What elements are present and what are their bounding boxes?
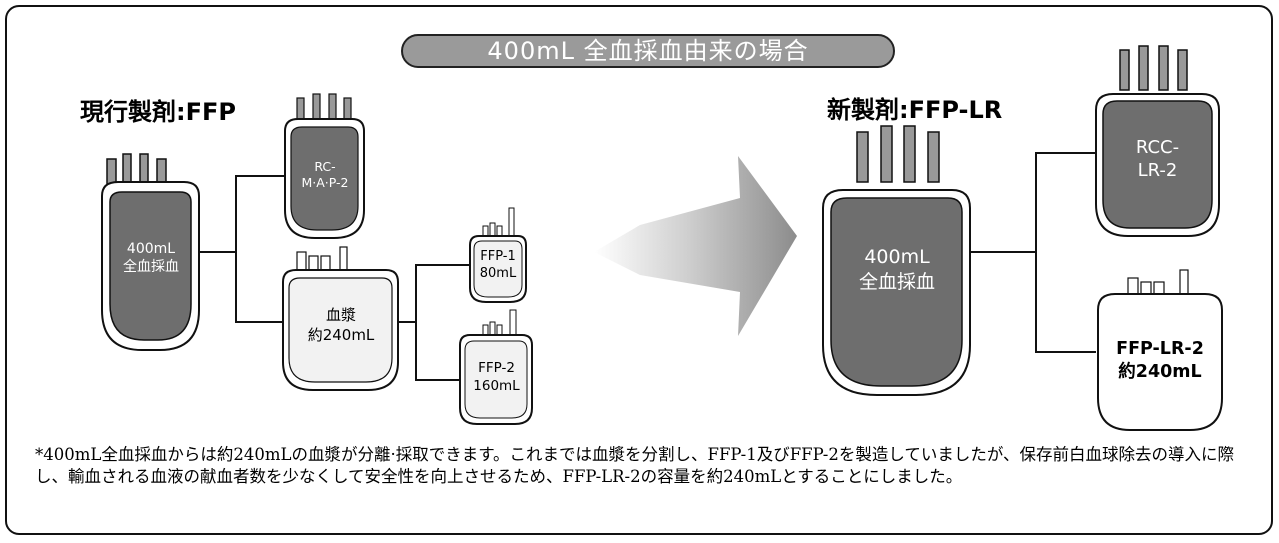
- transition-arrow-icon: [594, 156, 797, 336]
- ffp-lr-bag: [1097, 269, 1223, 431]
- plasma-label: 血漿 約240mL: [307, 306, 375, 344]
- new-product-heading: 新製剤:FFP-LR: [827, 96, 1003, 124]
- current-connectors: [197, 175, 470, 381]
- title-banner: 400mL 全血採血由来の場合: [401, 34, 895, 68]
- ffp-lr-label: FFP-LR-2 約240mL: [1116, 339, 1204, 382]
- current-whole-blood-label: 400mL 全血採血: [123, 241, 179, 276]
- rcc-lr-bag: [1095, 45, 1220, 237]
- new-connectors: [968, 152, 1096, 353]
- ffp2-bag: [459, 309, 533, 425]
- ffp1-bag: [469, 207, 527, 303]
- current-product-heading: 現行製剤:FFP: [80, 98, 236, 126]
- new-whole-blood-label: 400mL 全血採血: [858, 246, 935, 293]
- diagram-frame: [5, 5, 1273, 535]
- plasma-bag: [282, 246, 399, 391]
- rcc-lr-label: RCC- LR-2: [1135, 137, 1180, 182]
- current-whole-blood-bag: [101, 153, 200, 351]
- rc-map-label: RC- M·A·P-2: [301, 159, 349, 191]
- new-whole-blood-bag: [822, 125, 971, 396]
- rc-map-bag: [284, 93, 365, 239]
- footnote-text: *400mL全血採血からは約240mLの血漿が分離·採取できます。これまでは血漿…: [35, 445, 1235, 486]
- ffp2-label: FFP-2 160mL: [473, 360, 520, 394]
- ffp1-label: FFP-1 80mL: [479, 249, 517, 281]
